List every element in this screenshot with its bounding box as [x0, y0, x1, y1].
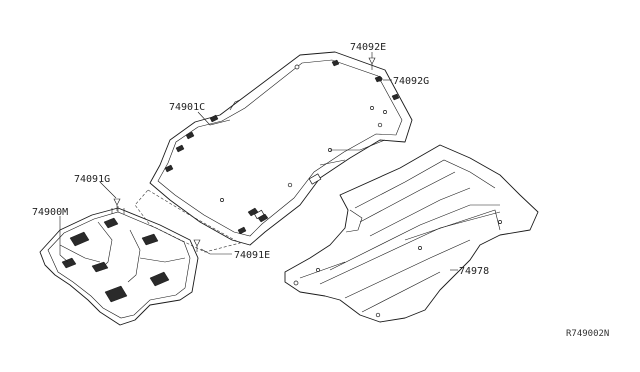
- floor-spacer-set-74978[interactable]: [284, 144, 539, 323]
- label-74978: 74978: [459, 266, 489, 277]
- diagram-reference-code: R749002N: [566, 329, 609, 339]
- clip-74091e[interactable]: [193, 239, 201, 252]
- front-floor-carpet-74900m[interactable]: [39, 206, 199, 326]
- assembly-outline: [134, 189, 241, 253]
- clip-74092g[interactable]: [377, 76, 383, 82]
- clip-74091g[interactable]: [113, 198, 121, 211]
- label-74092e: 74092E: [350, 42, 386, 53]
- label-74900m: 74900M: [32, 207, 68, 218]
- label-74092g: 74092G: [393, 76, 429, 87]
- leader-lines: [59, 52, 458, 271]
- label-74901c: 74901C: [169, 102, 205, 113]
- clip-74092e[interactable]: [368, 57, 376, 70]
- rear-floor-panel-74901c[interactable]: [149, 51, 413, 246]
- label-74091e: 74091E: [234, 250, 270, 261]
- label-74091g: 74091G: [74, 174, 110, 185]
